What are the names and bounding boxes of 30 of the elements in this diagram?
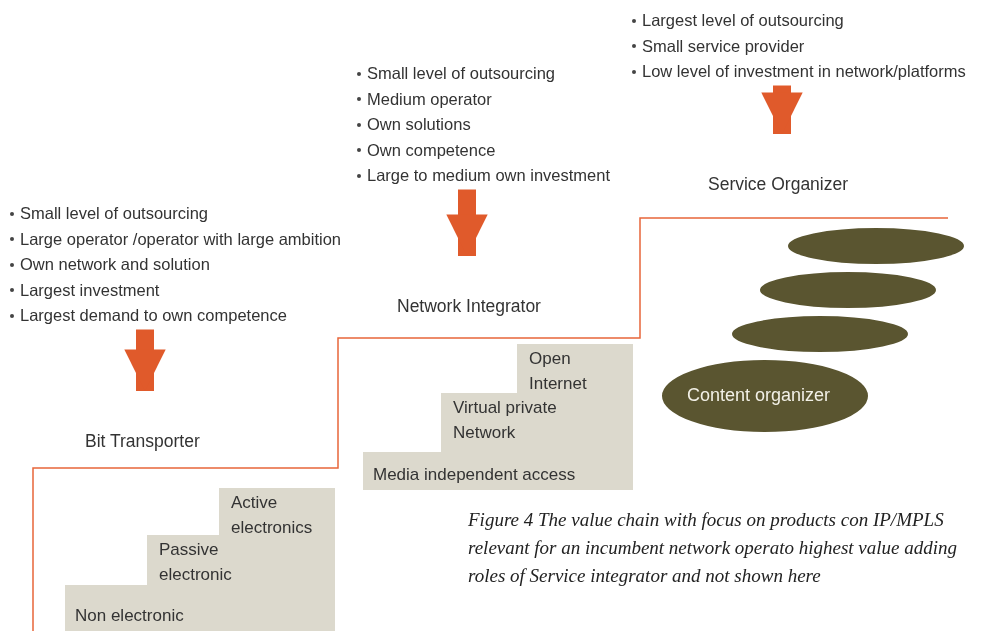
bullet-text: Small level of outsourcing [367, 63, 555, 84]
bullet-text: Largest investment [20, 279, 160, 301]
ellipse-shape [758, 270, 938, 310]
bullet-text: Largest level of outsourcing [642, 10, 844, 31]
bullet-text: Small level of outsourcing [20, 203, 208, 224]
bullet-text: Own network and solution [20, 254, 210, 275]
step-block: Active electronics [219, 488, 335, 535]
bullet-text: Own solutions [367, 114, 471, 135]
step-block: Passive electronic [147, 535, 335, 585]
ellipse-shape: Content organizer [660, 358, 870, 434]
block-arrow [446, 189, 488, 256]
role-label: Network Integrator [397, 296, 541, 317]
bullet-text: Low level of investment in network/platforms [642, 61, 966, 82]
block-arrow [124, 329, 166, 391]
role-label: Service Organizer [708, 174, 849, 195]
role-label: Bit Transporter [85, 431, 200, 452]
step-block: Media independent access [363, 452, 633, 490]
step-block: Non electronic [65, 585, 335, 631]
bullet-text: Large to medium own investment [367, 165, 611, 186]
bullet-text: Largest demand to own competence [20, 305, 287, 326]
block-arrow [761, 85, 803, 134]
ellipse-shape [786, 226, 966, 266]
step-block: Open Internet [517, 344, 633, 393]
figure-caption: Figure 4 The value chain with focus on products con IP/MPLS relevant for an incumbent network operato highest value adding roles of Service integrator and not shown here [468, 508, 958, 588]
ellipse-shape [730, 314, 910, 354]
bullet-text: Own competence [367, 139, 496, 161]
bullet-text: Large operator /operator with large ambition [20, 228, 342, 250]
bullet-text: Medium operator [367, 88, 492, 110]
bullet-text: Small service provider [642, 35, 805, 57]
step-block: Virtual private Network [441, 393, 633, 452]
